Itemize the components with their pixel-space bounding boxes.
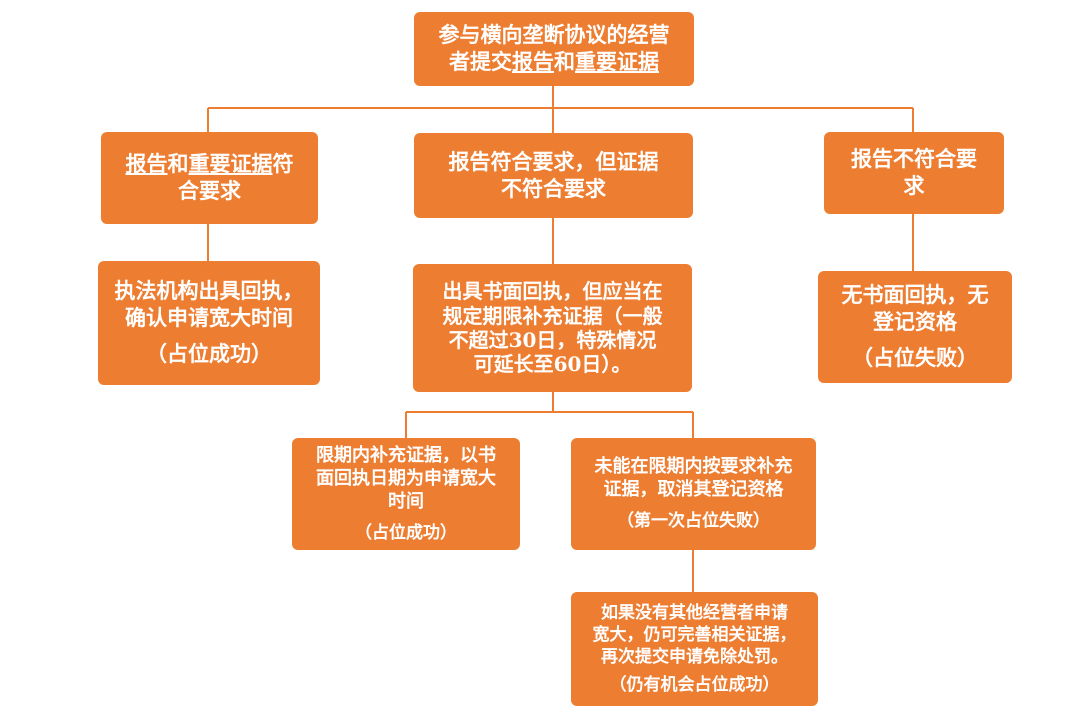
branch-report-unqualified: 报告不符合要 求 — [824, 132, 1004, 214]
second-chance-note: （仍有机会占位成功） — [609, 675, 780, 696]
second-chance-line2: 宽大，仍可完善相关证据， — [592, 624, 797, 645]
result-middle-line1: 出具书面回执，但应当在 — [442, 279, 663, 304]
second-chance-line1: 如果没有其他经营者申请 — [601, 602, 788, 623]
start-node-evidence-term: 重要证据 — [575, 49, 659, 74]
branch-middle-line1: 报告符合要求，但证据 — [448, 148, 659, 174]
result-middle-line4: 可延长至60日）。 — [473, 352, 632, 377]
result-left-note: （占位成功） — [146, 341, 272, 367]
branch-left-suffix: 符 — [272, 151, 294, 177]
sub-result-not-in-time: 未能在限期内按要求补充 证据，取消其登记资格 （第一次占位失败） — [571, 438, 816, 550]
branch-right-line2: 求 — [903, 173, 925, 198]
result-right-note: （占位失败） — [852, 345, 978, 371]
result-no-receipt: 无书面回执，无 登记资格 （占位失败） — [818, 271, 1012, 383]
start-node-line2: 者提交报告和重要证据 — [449, 49, 659, 76]
branch-left-evidence-term: 重要证据 — [188, 151, 273, 177]
second-chance-line3: 再次提交申请免除处罚。 — [601, 647, 788, 667]
sub-result-in-time: 限期内补充证据，以书 面回执日期为申请宽大 时间 （占位成功） — [292, 438, 520, 550]
not-in-time-note: （第一次占位失败） — [617, 511, 770, 532]
in-time-line1: 限期内补充证据，以书 — [316, 444, 496, 466]
result-supplement-evidence: 出具书面回执，但应当在 规定期限补充证据（一般 不超过30日，特殊情况 可延长至… — [413, 264, 692, 392]
start-node-line1: 参与横向垄断协议的经营 — [438, 22, 670, 48]
sub-result-second-chance: 如果没有其他经营者申请 宽大，仍可完善相关证据， 再次提交申请免除处罚。 （仍有… — [571, 592, 818, 706]
branch-evidence-unqualified: 报告符合要求，但证据 不符合要求 — [414, 133, 693, 218]
start-node: 参与横向垄断协议的经营 者提交报告和重要证据 — [414, 12, 694, 86]
result-middle-line2: 规定期限补充证据（一般 — [442, 303, 663, 328]
start-node-report-term: 报告 — [512, 49, 554, 74]
branch-both-qualified-line2: 合要求 — [178, 178, 241, 203]
branch-left-report-term: 报告 — [125, 151, 168, 177]
result-left-line1: 执法机构出具回执， — [114, 277, 304, 303]
branch-both-qualified: 报告和重要证据符 合要求 — [101, 132, 318, 224]
branch-middle-line2: 不符合要求 — [501, 175, 606, 201]
branch-right-line1: 报告不符合要 — [851, 146, 977, 172]
result-left-line2: 确认申请宽大时间 — [125, 304, 293, 330]
branch-both-qualified-line1: 报告和重要证据符 — [126, 151, 294, 178]
in-time-note: （占位成功） — [355, 522, 457, 543]
result-right-line2: 登记资格 — [873, 308, 957, 334]
not-in-time-line2: 证据，取消其登记资格 — [603, 479, 784, 501]
branch-left-and: 和 — [167, 151, 189, 177]
result-right-line1: 无书面回执，无 — [841, 281, 989, 307]
result-middle-line3: 不超过30日，特殊情况 — [448, 328, 657, 352]
in-time-line2: 面回执日期为申请宽大 — [316, 467, 496, 489]
start-node-prefix: 者提交 — [449, 49, 512, 74]
start-node-and: 和 — [554, 49, 575, 74]
in-time-line3: 时间 — [388, 490, 424, 512]
not-in-time-line1: 未能在限期内按要求补充 — [594, 456, 793, 478]
result-receipt-confirmed: 执法机构出具回执， 确认申请宽大时间 （占位成功） — [98, 261, 320, 385]
